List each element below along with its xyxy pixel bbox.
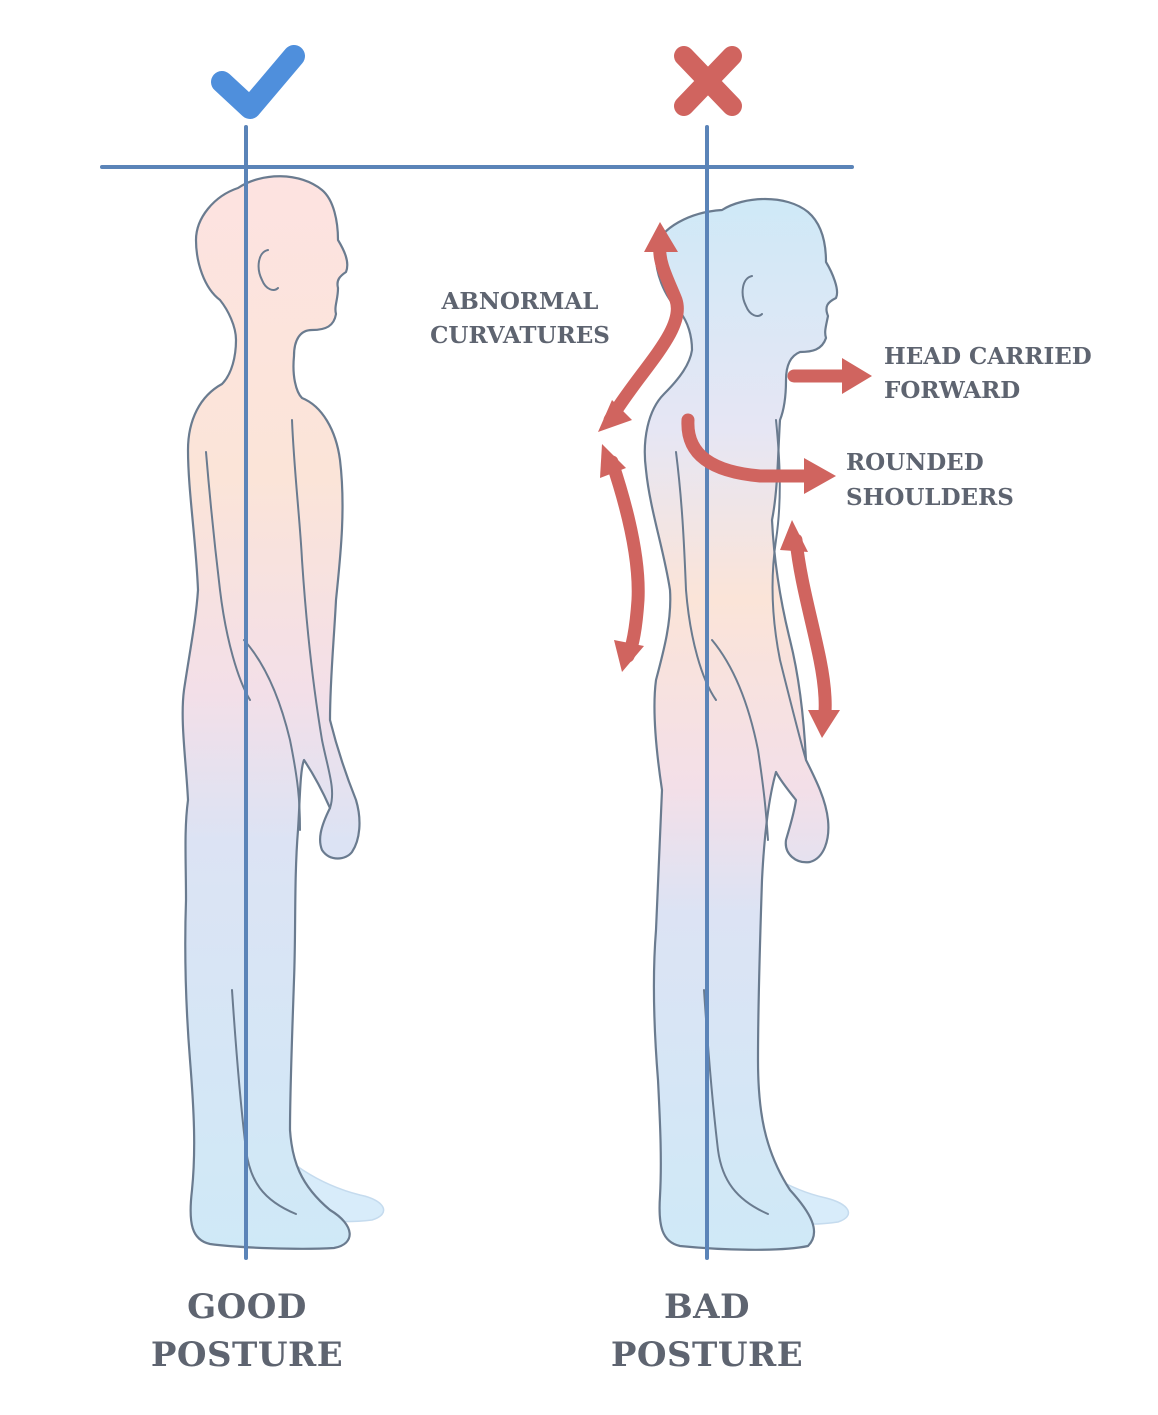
- good-hip-line: [243, 639, 301, 831]
- abnormal-curvatures-label-line2: CURVATURES: [430, 322, 610, 349]
- good-posture-figure: [181, 175, 385, 1250]
- good-arm-line: [291, 419, 334, 809]
- good-posture-label-line1: GOOD: [187, 1287, 307, 1327]
- check-mark-icon: [211, 45, 305, 119]
- cross-mark-icon: [674, 46, 742, 116]
- abnormal-curvatures-label-line1: ABNORMAL: [441, 288, 599, 315]
- good-body-silhouette: [181, 175, 361, 1250]
- rounded-shoulders-arrow: [681, 413, 836, 494]
- head-forward-label-line2: FORWARD: [884, 377, 1020, 404]
- good-ear: [257, 249, 279, 291]
- bad-back-line: [675, 451, 717, 701]
- rounded-shoulders-label-line1: ROUNDED: [846, 449, 984, 476]
- bad-posture-label-line2: POSTURE: [611, 1335, 803, 1375]
- rounded-shoulders-label-line2: SHOULDERS: [846, 484, 1014, 511]
- head-forward-arrow: [787, 358, 872, 394]
- head-forward-label-line1: HEAD CARRIED: [884, 343, 1092, 370]
- good-posture-label-line2: POSTURE: [151, 1335, 343, 1375]
- bad-ear: [741, 275, 763, 317]
- lower-back-curvature-arrow: [600, 444, 645, 672]
- front-curvature-arrow: [780, 520, 840, 738]
- bad-body-silhouette: [643, 197, 839, 1251]
- good-back-line: [205, 451, 251, 701]
- neck-curvature-arrow: [598, 222, 684, 432]
- bad-posture-figure: [643, 197, 850, 1251]
- bad-hip-line: [711, 639, 769, 841]
- bad-posture-label-line1: BAD: [664, 1287, 750, 1327]
